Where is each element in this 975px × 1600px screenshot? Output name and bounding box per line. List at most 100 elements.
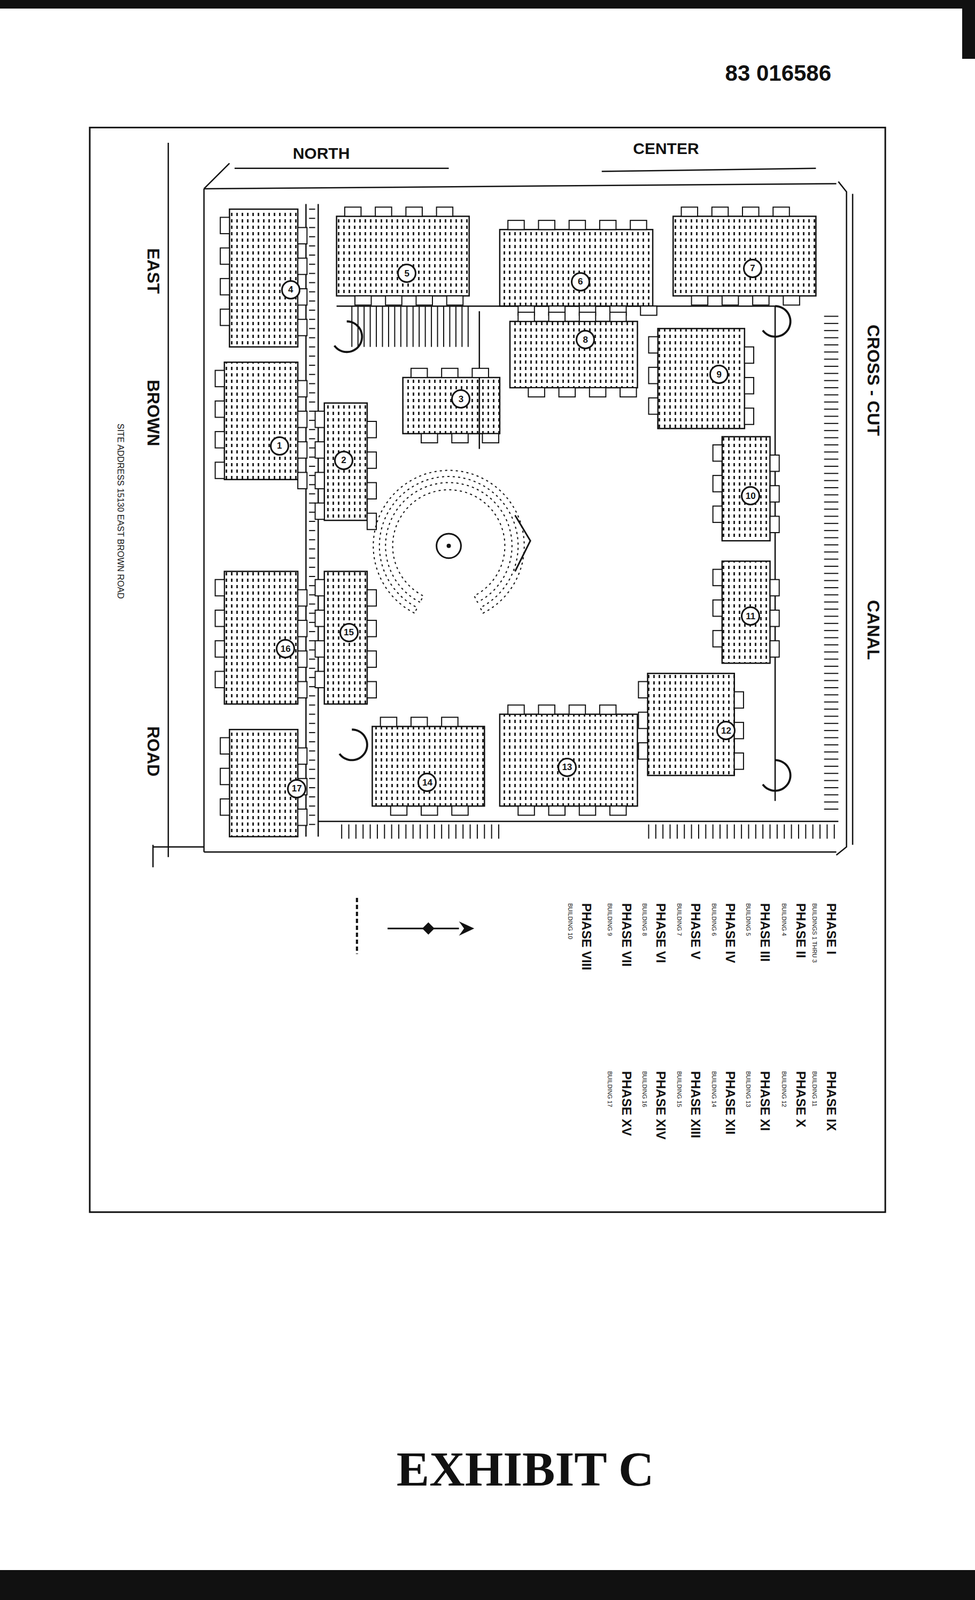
parking-stall bbox=[400, 305, 402, 347]
scan-band bbox=[0, 0, 975, 9]
parking-stall bbox=[719, 824, 721, 839]
parking-stall bbox=[824, 615, 839, 617]
parking-stall bbox=[824, 465, 839, 467]
building-wing bbox=[220, 737, 230, 754]
parking-stall bbox=[426, 824, 428, 839]
building-footprint bbox=[713, 560, 780, 663]
parking-stall bbox=[824, 472, 839, 474]
parking-stall bbox=[824, 565, 839, 567]
building-wing bbox=[648, 367, 658, 384]
parking-stall bbox=[498, 824, 500, 839]
building-wing bbox=[315, 579, 325, 597]
building-wing bbox=[297, 227, 307, 244]
parking-stall bbox=[791, 824, 793, 839]
callout-number: 9 bbox=[716, 369, 722, 379]
callout-number: 8 bbox=[582, 335, 588, 345]
building-wing bbox=[451, 805, 469, 815]
building-wing bbox=[436, 206, 454, 216]
parking-stall bbox=[824, 758, 839, 760]
building-footprint bbox=[372, 716, 485, 815]
parking-stall bbox=[308, 428, 315, 430]
parking-stall bbox=[755, 824, 757, 839]
parking-stall bbox=[824, 644, 839, 646]
phase-legend-text: BUILDING 7 bbox=[676, 902, 683, 936]
parking-stall bbox=[308, 593, 315, 595]
parking-stall bbox=[824, 786, 839, 788]
property-line bbox=[204, 163, 230, 189]
parking-stall bbox=[369, 305, 371, 347]
callout-number: 10 bbox=[745, 491, 756, 501]
building-wing bbox=[315, 411, 325, 428]
callout-number: 15 bbox=[343, 627, 354, 637]
parking-stall bbox=[824, 765, 839, 767]
parking-stall bbox=[461, 305, 463, 347]
parking-stall bbox=[419, 824, 421, 839]
parking-stall bbox=[308, 529, 315, 531]
parking-stall bbox=[308, 538, 315, 540]
parking-stall bbox=[308, 676, 315, 678]
building-number-circle: 17 bbox=[287, 778, 307, 799]
building-wing bbox=[297, 411, 307, 428]
parking-stall bbox=[362, 824, 364, 839]
building-wing bbox=[712, 206, 729, 216]
parking-stall bbox=[308, 584, 315, 586]
building-number-circle: 3 bbox=[451, 389, 471, 409]
parking-stall bbox=[824, 744, 839, 746]
building-wing bbox=[451, 433, 469, 443]
building-wing bbox=[770, 579, 780, 597]
parking-stall bbox=[812, 824, 814, 839]
callout-number: 12 bbox=[721, 725, 732, 735]
parking-stall bbox=[824, 401, 839, 403]
building-number-circle: 1 bbox=[269, 436, 290, 456]
building-outline bbox=[499, 229, 653, 306]
building-wing bbox=[783, 295, 800, 305]
parking-stall bbox=[412, 824, 414, 839]
building-wing bbox=[589, 387, 607, 397]
building-wing bbox=[385, 295, 402, 305]
parking-stall bbox=[308, 658, 315, 660]
building-wing bbox=[421, 805, 438, 815]
building-wing bbox=[770, 454, 780, 472]
phase-legend-text: BUILDINGS 1 THRU 3 bbox=[811, 902, 818, 963]
parking-stall bbox=[308, 355, 315, 357]
phase-legend-text: PHASE VII bbox=[618, 902, 633, 967]
building-wing bbox=[215, 431, 225, 448]
parking-stall bbox=[308, 740, 315, 742]
building-outline bbox=[229, 729, 298, 837]
building-footprint bbox=[499, 220, 657, 315]
building-wing bbox=[569, 220, 586, 230]
building-wing bbox=[599, 704, 617, 714]
parking-stall bbox=[308, 603, 315, 605]
parking-stall bbox=[308, 639, 315, 641]
property-line bbox=[836, 181, 847, 855]
callout-number: 16 bbox=[280, 644, 291, 654]
parking-stall bbox=[824, 736, 839, 738]
parking-stall bbox=[824, 493, 839, 495]
building-footprint bbox=[336, 206, 470, 305]
building-number-circle: 4 bbox=[281, 280, 301, 300]
building-wing bbox=[441, 716, 459, 726]
building-wing bbox=[367, 451, 377, 469]
parking-stall bbox=[391, 824, 393, 839]
parking-stall bbox=[676, 824, 678, 839]
phase-legend-text: BUILDING 6 bbox=[710, 902, 718, 936]
parking-stall bbox=[308, 300, 315, 302]
parking-stall bbox=[355, 824, 357, 839]
parking-stall bbox=[449, 305, 451, 347]
building-outline bbox=[324, 570, 368, 704]
parking-stall bbox=[824, 380, 839, 382]
fountain-center bbox=[446, 543, 452, 548]
building-wing bbox=[297, 650, 307, 668]
phase-legend-text: BUILDING 5 bbox=[745, 902, 752, 936]
parking-stall bbox=[691, 824, 693, 839]
parking-stall bbox=[824, 808, 839, 810]
parking-stall bbox=[819, 824, 821, 839]
scan-band bbox=[0, 1569, 975, 1600]
parking-stall bbox=[308, 492, 315, 494]
building-wing bbox=[538, 220, 555, 230]
parking-stall bbox=[348, 824, 350, 839]
parking-stall bbox=[826, 824, 828, 839]
building-wing bbox=[315, 640, 325, 657]
parking-stall bbox=[733, 824, 735, 839]
